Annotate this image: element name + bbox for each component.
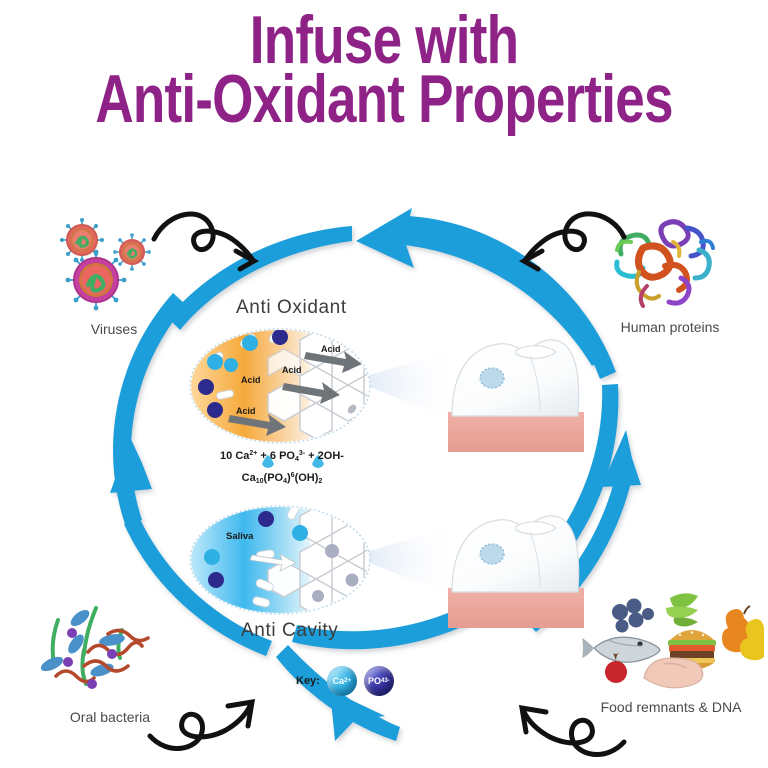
acid-label-3: Acid bbox=[241, 375, 261, 385]
formula2-ca: Ca bbox=[241, 472, 256, 484]
acid-arrows bbox=[228, 351, 362, 436]
formula-line-2: Ca10(PO4)6(OH)2 bbox=[182, 472, 382, 485]
formula2-po-sub: 4 bbox=[283, 478, 287, 485]
key-label: Key: bbox=[296, 675, 320, 687]
formula-mid: + 6 PO bbox=[257, 450, 295, 462]
formula2-oh: (OH) bbox=[294, 472, 319, 484]
sketch-arrow-bottom-left bbox=[147, 698, 256, 751]
virus-icon bbox=[60, 218, 151, 311]
acid-label-1: Acid bbox=[321, 344, 341, 354]
caption-human-proteins: Human proteins bbox=[620, 319, 720, 335]
key-calcium-charge: 2+ bbox=[344, 678, 352, 684]
corner-viruses: Viruses bbox=[34, 214, 194, 337]
key-phosphate-sub: 4 bbox=[381, 678, 385, 684]
section-label-anti-oxidant: Anti Oxidant bbox=[236, 297, 347, 318]
tooth-illustration-bottom bbox=[448, 515, 584, 628]
key-phosphate-charge: 3- bbox=[384, 678, 390, 684]
calcium-ions bbox=[207, 335, 258, 372]
formula-droplets bbox=[262, 455, 324, 468]
anti-cavity-panel bbox=[189, 505, 371, 615]
formula-po-charge: 3- bbox=[298, 450, 306, 457]
formula2-ca-sub: 10 bbox=[255, 478, 264, 485]
key-phosphate-symbol: PO bbox=[367, 676, 381, 686]
formula2-oh-sub: 2 bbox=[318, 478, 323, 485]
corner-oral-bacteria: Oral bacteria bbox=[22, 596, 198, 725]
formula2-po-open: (PO bbox=[263, 472, 284, 484]
formula-line-1: 10 Ca2+ + 6 PO43- + 2OH- bbox=[182, 450, 382, 463]
caption-oral-bacteria: Oral bacteria bbox=[69, 709, 151, 725]
formula2-po-close: ) bbox=[287, 472, 291, 484]
bacteria-icon bbox=[40, 606, 150, 689]
sketch-arrow-top-right bbox=[518, 211, 627, 272]
formula-suffix: + 2OH- bbox=[305, 450, 344, 462]
anti-oxidant-panel bbox=[189, 328, 371, 444]
saliva-label: Saliva bbox=[226, 531, 254, 542]
title-line-1: Infuse with bbox=[249, 2, 519, 78]
phosphate-ions-bottom bbox=[208, 511, 274, 588]
phosphate-ions bbox=[198, 330, 288, 418]
protein-ribbon-icon bbox=[614, 219, 715, 308]
title-line-2: Anti-Oxidant Properties bbox=[95, 60, 673, 137]
food-icon bbox=[582, 593, 768, 689]
formula-prefix: 10 Ca bbox=[220, 450, 250, 462]
corner-human-proteins: Human proteins bbox=[586, 212, 754, 335]
key-calcium-symbol: Ca bbox=[332, 676, 345, 686]
calcium-ions-bottom bbox=[204, 525, 308, 565]
beam-bottom bbox=[352, 528, 448, 594]
sketch-arrow-top-left bbox=[151, 211, 260, 272]
beam-top bbox=[352, 352, 448, 418]
caption-viruses: Viruses bbox=[90, 321, 138, 337]
tooth-illustration-top bbox=[448, 339, 584, 452]
acid-label-4: Acid bbox=[236, 406, 256, 416]
mineral-arrows bbox=[249, 553, 297, 572]
formula2-po-sup: 6 bbox=[290, 472, 295, 479]
formula-ca-charge: 2+ bbox=[249, 450, 258, 457]
formula-po-sub: 4 bbox=[294, 456, 299, 463]
caption-food-remnants: Food remnants & DNA bbox=[600, 699, 742, 715]
corner-food-remnants: Food remnants & DNA bbox=[578, 584, 768, 715]
page-title: Infuse with Anti-Oxidant Properties bbox=[0, 2, 768, 137]
acid-label-2: Acid bbox=[282, 365, 302, 375]
section-label-anti-cavity: Anti Cavity bbox=[241, 620, 339, 641]
sketch-arrow-bottom-right bbox=[518, 704, 627, 757]
